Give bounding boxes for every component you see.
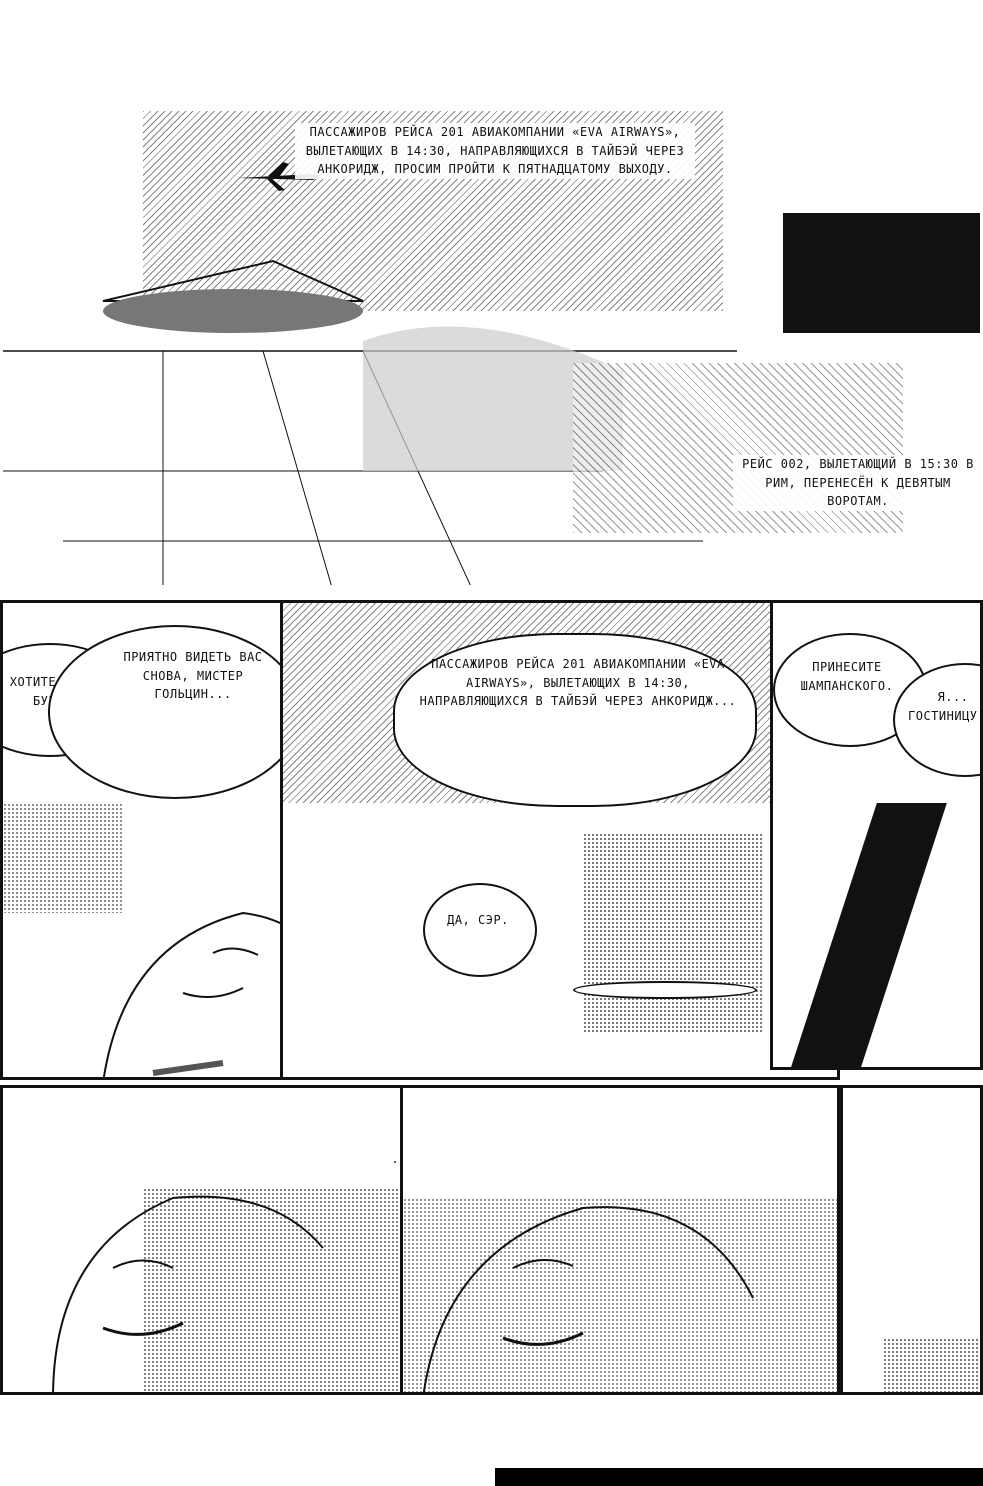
page-edge-bar [495, 1468, 983, 1486]
table-illustration [573, 981, 757, 999]
panel-closeup-left: ... [0, 1085, 410, 1395]
panel-lounge-left: Хотите выпить бурбон? Приятно видеть вас… [0, 600, 330, 1080]
speech-text-greeting: Приятно видеть вас снова, мистер Гольцин… [123, 650, 263, 702]
terminal-building-illustration [3, 259, 737, 585]
plant-illustration [3, 803, 123, 913]
panel-airport-exterior: Пассажиров рейса 201 авиакомпании «Eva A… [0, 78, 740, 588]
golzine-profile-illustration [423, 1206, 754, 1392]
announcement-caption-3: Пассажиров рейса 201 авиакомпании «Eva A… [419, 657, 737, 709]
screentone-illustration-2 [403, 1198, 837, 1392]
panel-closeup-right [840, 1085, 983, 1395]
speech-text-champagne: Принесите шампанского. [800, 660, 894, 693]
speech-bubble-2 [48, 625, 302, 799]
speech-text-hotel: Я... гостиницу... [908, 690, 980, 723]
panel-lounge-center: Пассажиров рейса 201 авиакомпании «Eva A… [280, 600, 840, 1080]
speech-bubble-yes-sir [423, 883, 537, 977]
standing-figure-illustration [789, 803, 947, 1067]
panel-lounge-right: Принесите шампанского. Я... гостиницу... [770, 600, 983, 1070]
panel-terminal-interior: Рейс 002, вылетающий в 15:30 в Рим, пере… [560, 70, 983, 590]
announcement-caption-1: Пассажиров рейса 201 авиакомпании «Eva A… [295, 123, 695, 179]
screentone-illustration-3 [883, 1338, 980, 1392]
announcement-caption-2: Рейс 002, вылетающий в 15:30 в Рим, пере… [733, 455, 980, 511]
golzine-closeup-illustration [52, 1195, 324, 1392]
caption-bubble-center [393, 633, 757, 807]
airplane-icon [238, 162, 319, 191]
panel-closeup-center [400, 1085, 840, 1395]
shadow-block-illustration [783, 213, 980, 333]
plants-illustration [583, 833, 763, 1033]
speech-text-yes-sir: Да, сэр. [447, 913, 509, 927]
screentone-illustration [143, 1188, 407, 1392]
